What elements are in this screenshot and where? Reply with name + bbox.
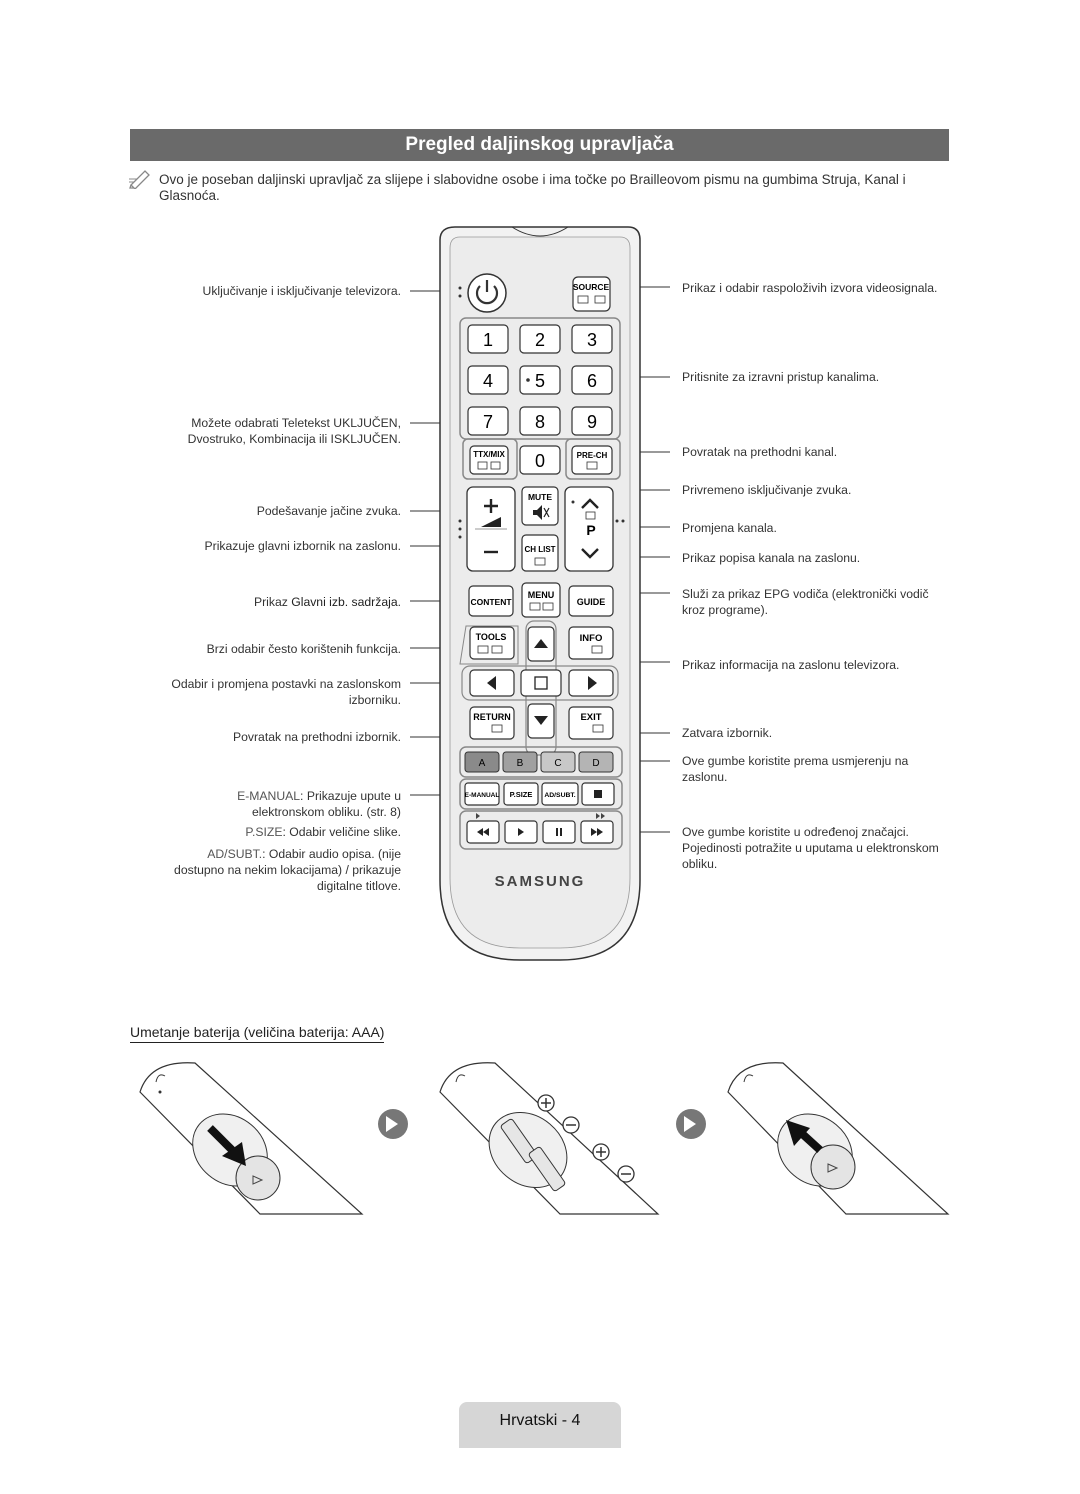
menu-button[interactable]: [521, 582, 561, 618]
digit-4-label: 4: [483, 371, 493, 391]
page-title: Pregled daljinskog upravljača: [130, 129, 949, 161]
pencil-note-icon: [129, 170, 150, 189]
digit-5-label: 5: [535, 371, 545, 391]
power-button[interactable]: [467, 273, 507, 313]
label-source: Prikaz i odabir raspoloživih izvora vide…: [682, 281, 938, 295]
mute-speaker-icon: [533, 505, 550, 520]
digit-8-label: 8: [535, 412, 545, 432]
battery-step-3: [727, 1062, 950, 1215]
label-info: Prikaz informacija na zaslonu televizora…: [682, 658, 900, 672]
color-key-d-label: D: [592, 758, 599, 769]
digit-9-label: 9: [587, 412, 597, 432]
e-manual-label: E-MANUAL: [465, 792, 500, 799]
color-key-b-button[interactable]: [502, 751, 538, 773]
exit-label: EXIT: [580, 712, 601, 723]
pre-ch-button[interactable]: [571, 445, 613, 475]
label-channel: Promjena kanala.: [682, 521, 777, 535]
mute-label: MUTE: [528, 492, 552, 502]
ad-subt-button[interactable]: [541, 782, 579, 806]
channel-rocker[interactable]: [564, 486, 614, 572]
pre-ch-label: PRE-CH: [577, 451, 608, 460]
battery-illustrations: [139, 1062, 950, 1215]
return-label: RETURN: [473, 712, 511, 722]
digit-0-label: 0: [535, 451, 545, 471]
ch-list-button[interactable]: [521, 534, 559, 572]
tools-button[interactable]: [469, 626, 515, 660]
digit-2-button[interactable]: [519, 324, 561, 354]
ch-list-label: CH LIST: [524, 545, 555, 554]
label-navigate: Odabir i promjena postavki na zaslonskom…: [171, 677, 401, 707]
content-label: CONTENT: [470, 597, 512, 607]
return-button[interactable]: [469, 706, 515, 740]
label-menu: Prikazuje glavni izbornik na zaslonu.: [204, 539, 401, 553]
label-tools: Brzi odabir često korištenih funkcija.: [206, 642, 401, 656]
ad-subt-label: AD/SUBT.: [544, 792, 575, 799]
power-icon: [475, 280, 499, 305]
digit-6-label: 6: [587, 371, 597, 391]
label-adsubt: AD/SUBT.: Odabir audio opisa. (nije dost…: [174, 847, 401, 893]
digit-3-label: 3: [587, 330, 597, 350]
label-media: Ove gumbe koristite u određenoj značajci…: [682, 825, 939, 871]
digit-2-label: 2: [535, 330, 545, 350]
label-power: Uključivanje i isključivanje televizora.: [202, 284, 401, 298]
digit-7-button[interactable]: [467, 406, 509, 436]
menu-label: MENU: [528, 590, 555, 600]
label-prech: Povratak na prethodni kanal.: [682, 445, 838, 459]
label-chlist: Prikaz popisa kanala na zaslonu.: [682, 551, 861, 565]
remote-control: SOURCE 1 2 3 4 5 6 7 8 9 TTX/MIX 0 PRE-CH MUTE C…: [410, 226, 670, 961]
label-guide: Služi za prikaz EPG vodiča (elektronički…: [682, 587, 929, 617]
exit-button[interactable]: [568, 706, 614, 740]
digit-1-label: 1: [483, 330, 493, 350]
p-size-button[interactable]: [503, 782, 539, 806]
digit-3-button[interactable]: [571, 324, 613, 354]
note-text: Ovo je poseban daljinski upravljač za sl…: [159, 172, 906, 203]
content-term: Glavni izb. sadržaja: [291, 595, 398, 609]
source-button[interactable]: [572, 276, 611, 312]
color-key-c-button[interactable]: [540, 751, 576, 773]
label-exit: Zatvara izbornik.: [682, 726, 773, 740]
label-teletext: Možete odabrati Teletekst UKLJUČEN, Dvos…: [187, 416, 401, 446]
digit-7-label: 7: [483, 412, 493, 432]
color-key-c-label: C: [554, 758, 561, 769]
battery-heading: Umetanje baterija (veličina baterija: AA…: [130, 1024, 385, 1043]
info-label: INFO: [580, 633, 603, 644]
battery-step-1: [139, 1062, 364, 1215]
ttx-mix-button[interactable]: [469, 445, 509, 475]
digit-1-button[interactable]: [467, 324, 509, 354]
label-return: Povratak na prethodni izbornik.: [232, 730, 401, 744]
channel-p-label: P: [586, 522, 595, 538]
digit-6-button[interactable]: [571, 365, 613, 395]
label-numbers: Pritisnite za izravni pristup kanalima.: [682, 370, 880, 384]
pause-button[interactable]: [542, 820, 576, 844]
label-emanual: E-MANUAL: Prikazuje upute u elektronskom…: [237, 789, 401, 819]
mute-button[interactable]: [521, 486, 559, 526]
guide-button[interactable]: [568, 585, 614, 617]
label-mute: Privremeno isključivanje zvuka.: [682, 483, 852, 497]
digit-5-button[interactable]: [519, 365, 561, 395]
digit-8-button[interactable]: [519, 406, 561, 436]
source-button-label: SOURCE: [573, 282, 610, 292]
brand-logo: SAMSUNG: [495, 873, 586, 890]
e-manual-button[interactable]: [464, 782, 500, 806]
color-key-d-button[interactable]: [578, 751, 614, 773]
ttx-mix-label: TTX/MIX: [473, 450, 505, 459]
content-button[interactable]: [468, 585, 514, 617]
guide-label: GUIDE: [577, 597, 606, 607]
label-colors: Ove gumbe koristite prema usmjerenju na …: [682, 754, 909, 784]
color-key-b-label: B: [517, 758, 524, 769]
digit-9-button[interactable]: [571, 406, 613, 436]
color-key-a-button[interactable]: [464, 751, 500, 773]
digit-4-button[interactable]: [467, 365, 509, 395]
tools-label: TOOLS: [476, 632, 507, 642]
page-footer: Hrvatski - 4: [459, 1402, 621, 1448]
enter-button[interactable]: [520, 669, 562, 697]
label-volume: Podešavanje jačine zvuka.: [256, 504, 401, 518]
color-key-a-label: A: [479, 758, 486, 769]
p-size-label: P.SIZE: [510, 790, 533, 799]
label-content: Prikaz Glavni izb. sadržaja.: [253, 595, 401, 609]
label-psize: P.SIZE: Odabir veličine slike.: [245, 825, 401, 839]
battery-step-2: [439, 1062, 660, 1215]
digit-0-button[interactable]: [519, 445, 561, 475]
